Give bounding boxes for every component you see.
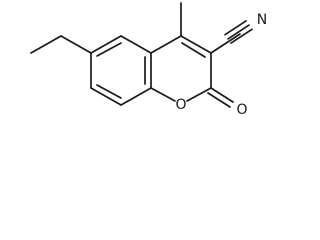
- bond-carbonyl-2: [207, 92, 231, 108]
- bond-benzene-bottom-right: [120, 87, 152, 106]
- bond-nitrile-1: [210, 33, 241, 54]
- nitrogen-label: N: [257, 12, 267, 28]
- bond-c4-c3: [180, 35, 212, 54]
- bond-carbonyl-1: [210, 87, 234, 103]
- ring-oxygen-label: O: [175, 97, 186, 113]
- bond-ethyl-ch2: [60, 35, 92, 54]
- bond-c4-c3-inner: [181, 42, 206, 58]
- carbonyl-group: [207, 87, 234, 108]
- bond-ring-oxygen-c8a: [150, 87, 176, 102]
- pyranone-ring: [150, 35, 212, 102]
- nitrile-group: [210, 20, 253, 54]
- bond-ethyl-ch3: [30, 35, 62, 54]
- bond-benzene-bottom-left: [90, 87, 122, 106]
- bond-nitrile-triple-1: [227, 24, 250, 40]
- bond-c4a-c4: [150, 35, 182, 54]
- chemical-structure-diagram: N O O: [30, 2, 267, 118]
- bond-c2-ring-oxygen: [186, 87, 212, 102]
- bond-nitrile-triple-2: [230, 28, 253, 44]
- bond-nitrile-triple-3: [224, 20, 247, 36]
- bond-benzene-top-left: [90, 35, 122, 54]
- carbonyl-oxygen-label: O: [236, 102, 247, 118]
- bond-benzene-inner-top: [96, 42, 122, 57]
- bond-benzene-inner-bottom: [96, 84, 122, 99]
- bond-benzene-top-right: [120, 35, 152, 54]
- benzene-ring: [90, 35, 152, 106]
- ethyl-group: [30, 35, 92, 54]
